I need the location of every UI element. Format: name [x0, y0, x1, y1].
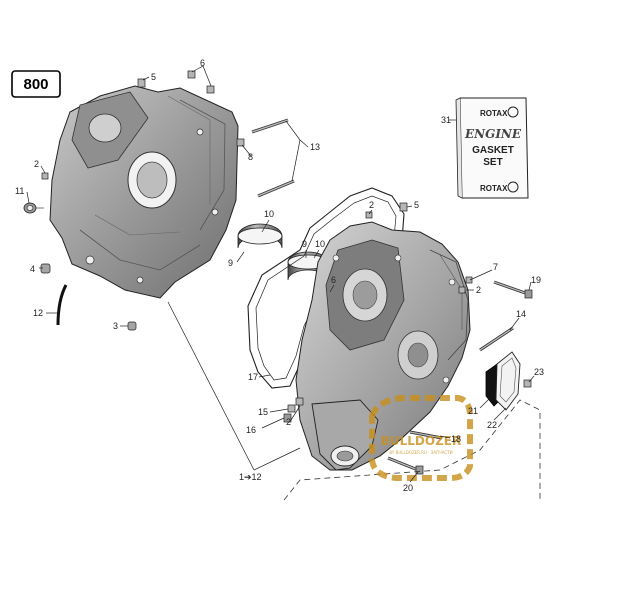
callout-2-right: 2	[476, 285, 481, 295]
bolt-part-18	[409, 430, 443, 440]
callout-19: 19	[531, 275, 541, 285]
callout-11: 11	[15, 186, 24, 196]
fittings-part-15-16	[283, 397, 304, 423]
callout-22: 22	[487, 420, 497, 430]
callout-15: 15	[258, 407, 268, 417]
callout-20: 20	[403, 483, 413, 493]
watermark-subtext: BY BULLDOZER.RU · ЗАПЧАСТИ	[389, 450, 452, 455]
callout-12: 12	[33, 308, 43, 318]
stud-part-13	[251, 118, 295, 198]
callout-31: 31	[441, 115, 451, 125]
dowel-part-8	[236, 138, 245, 147]
leader-lines	[26, 65, 535, 483]
gasket-kit-title-line3: SET	[483, 157, 502, 168]
screw-part-5-top	[137, 78, 146, 88]
watermark-text: BULLDOZER	[381, 434, 461, 448]
callout-14: 14	[516, 309, 526, 319]
screw-part-5-right	[399, 202, 408, 212]
callout-2-top: 2	[369, 200, 374, 210]
callout-8: 8	[248, 152, 253, 162]
callout-18: 18	[451, 434, 461, 444]
callout-9-left: 9	[228, 258, 233, 268]
callout-17: 17	[248, 372, 258, 382]
callout-10-left: 10	[264, 209, 274, 219]
dowel-parts-7-2	[458, 276, 473, 294]
model-label: 800	[23, 76, 48, 93]
callout-2-left: 2	[34, 159, 39, 169]
stud-part-14	[479, 326, 514, 352]
callout-3: 3	[113, 321, 118, 331]
callout-6: 6	[200, 58, 205, 68]
plug-part-3	[127, 321, 137, 331]
gasket-kit-title-line1: ENGINE	[464, 127, 522, 141]
callout-numbers: 5 6 2 11 4 12 3 8 13 10 9 9 10 6 2 5 7 2…	[15, 58, 544, 493]
callout-1-12: 1➔12	[239, 472, 262, 482]
callout-21: 21	[468, 406, 478, 416]
crankcase-half-left	[49, 85, 239, 299]
callout-5-top: 5	[151, 72, 156, 82]
dowel-pin-part-2-left	[41, 172, 49, 180]
screw-part-23	[523, 379, 532, 388]
engine-gasket-kit-part-31: ROTAX ENGINE GASKET SET ROTAX	[455, 97, 529, 199]
breather-hose-part-12	[56, 284, 68, 326]
callout-16: 16	[246, 425, 256, 435]
callout-7: 7	[493, 262, 498, 272]
dashed-assembly-outline	[283, 399, 541, 501]
bolt-part-20	[387, 456, 424, 475]
model-label-box: 800	[11, 70, 61, 98]
dowel-part-2-top	[365, 211, 373, 219]
cover-part-22	[495, 351, 521, 411]
callout-13: 13	[310, 142, 320, 152]
main-bearing-part-9-10-left	[237, 223, 283, 249]
gasket-kit-title-line2: GASKET	[472, 145, 514, 156]
crankcase-half-right	[295, 221, 471, 471]
callout-9-right: 9	[302, 239, 307, 249]
callout-10-right: 10	[315, 239, 325, 249]
callout-6-lower: 6	[331, 275, 336, 285]
watermark-logo: BULLDOZER BY BULLDOZER.RU · ЗАПЧАСТИ	[369, 395, 473, 481]
dowel-pins-part-6	[187, 70, 215, 94]
gasket-kit-brand-bottom: ROTAX	[480, 184, 508, 193]
callout-5-right: 5	[414, 200, 419, 210]
callout-4: 4	[30, 264, 35, 274]
bolt-part-19	[493, 280, 533, 299]
gasket-kit-brand-top: ROTAX	[480, 109, 508, 118]
plug-part-4	[40, 263, 51, 274]
oil-seal-part-11	[23, 202, 44, 214]
callout-23: 23	[534, 367, 544, 377]
callout-2-bottom: 2	[286, 417, 291, 427]
